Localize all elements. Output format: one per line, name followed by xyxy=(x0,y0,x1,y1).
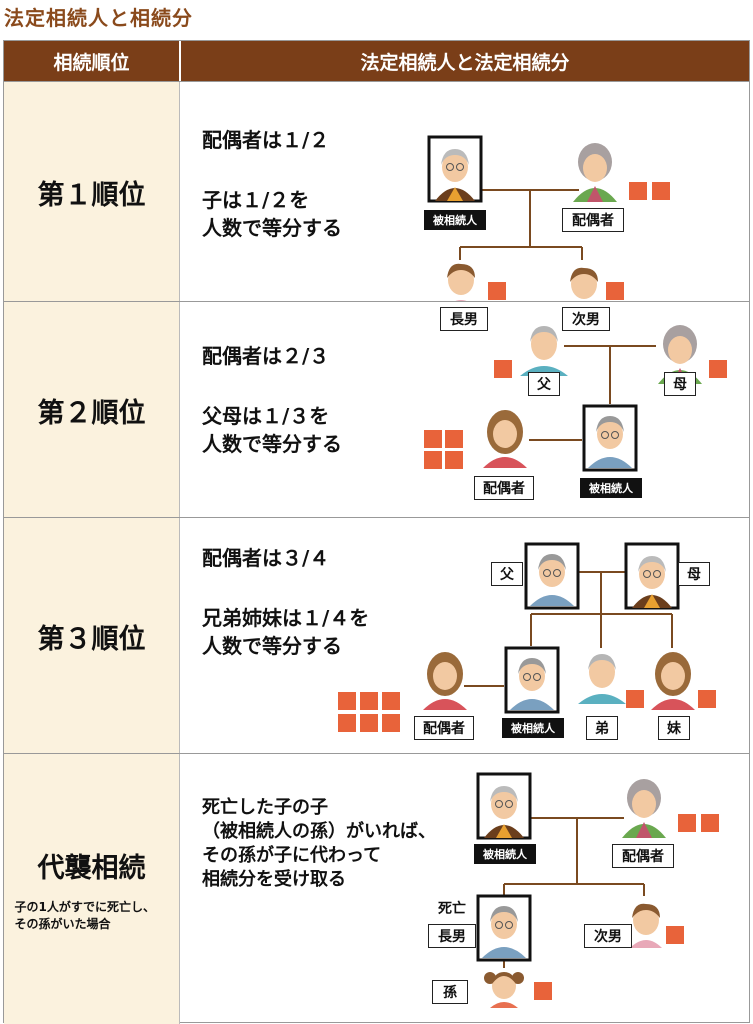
father-label: 父 xyxy=(491,562,523,586)
brother-icon xyxy=(578,654,626,704)
rule-line-1: 死亡した子の子 xyxy=(202,797,328,818)
share-square xyxy=(678,814,696,832)
family-tree-1 xyxy=(427,135,617,302)
deceased-label: 被相続人 xyxy=(474,844,536,864)
family-tree-3 xyxy=(423,542,695,714)
rule-line-2: （被相続人の孫）がいれば、 xyxy=(202,821,436,842)
eldest-son-icon xyxy=(445,263,477,302)
header-heirs: 法定相続人と法定相続分 xyxy=(181,41,749,81)
father-icon xyxy=(520,326,568,376)
second-son-icon xyxy=(630,903,662,948)
deceased-mark: 死亡 xyxy=(438,901,466,917)
share-square xyxy=(382,692,400,710)
page-title: 法定相続人と相続分 xyxy=(4,6,193,30)
row-second-order: 第２順位 配偶者は２/３ 父母は１/３を 人数で等分する 父 母 配偶者 被相続… xyxy=(4,301,749,518)
deceased-portrait-icon xyxy=(427,135,483,203)
header-order: 相続順位 xyxy=(4,41,181,81)
father-portrait-icon xyxy=(524,542,580,610)
spouse-label: 配偶者 xyxy=(612,844,674,868)
row-first-order: 第１順位 配偶者は１/２ 子は１/２を 人数で等分する 被相続人 配偶者 長男 … xyxy=(4,81,749,331)
row-third-order: 第３順位 配偶者は３/４ 兄弟姉妹は１/４を 人数で等分する 父 母 配偶者 被… xyxy=(4,517,749,754)
eldest-son-label: 長男 xyxy=(428,924,476,948)
spouse-icon xyxy=(622,779,666,838)
spouse-label: 配偶者 xyxy=(562,208,624,232)
deceased-portrait-icon xyxy=(504,646,560,714)
mother-portrait-icon xyxy=(624,542,680,610)
share-square xyxy=(424,430,442,448)
brother-label: 弟 xyxy=(586,716,618,740)
rule-spouse: 配偶者は１/２ xyxy=(202,128,330,152)
sister-label: 妹 xyxy=(658,716,690,740)
second-son-icon xyxy=(568,267,600,302)
share-square xyxy=(494,360,512,378)
share-square xyxy=(338,692,356,710)
order-note: 子の1人がすでに死亡し、 その孫がいた場合 xyxy=(14,899,155,931)
share-square xyxy=(698,690,716,708)
order-label: 第３順位 xyxy=(37,623,146,655)
spouse-icon xyxy=(573,143,617,202)
deceased-label: 被相続人 xyxy=(580,478,642,498)
rule-spouse: 配偶者は２/３ xyxy=(202,344,330,368)
share-square xyxy=(360,714,378,732)
deceased-portrait-icon xyxy=(582,404,638,472)
eldest-son-deceased-icon xyxy=(476,894,532,962)
sister-icon xyxy=(651,652,695,710)
share-square xyxy=(424,451,442,469)
mother-label: 母 xyxy=(678,562,710,586)
rule-parents: 父母は１/３を xyxy=(202,404,330,428)
inheritance-table: 相続順位 法定相続人と法定相続分 xyxy=(3,40,750,1024)
share-square xyxy=(701,814,719,832)
family-tree-2 xyxy=(483,325,702,472)
rule-siblings-split: 人数で等分する xyxy=(202,634,342,658)
grandchild-icon xyxy=(484,972,524,1008)
spouse-icon xyxy=(483,410,527,468)
share-square xyxy=(445,451,463,469)
rule-siblings: 兄弟姉妹は１/４を xyxy=(202,606,370,630)
deceased-portrait-icon xyxy=(476,772,532,840)
spouse-label: 配偶者 xyxy=(474,476,534,500)
grandchild-label: 孫 xyxy=(432,980,468,1004)
spouse-icon xyxy=(423,652,467,710)
eldest-son-label: 長男 xyxy=(440,307,488,331)
rule-children: 子は１/２を xyxy=(202,188,310,212)
family-tree-4 xyxy=(476,772,666,1008)
rule-line-3: その孫が子に代わって xyxy=(202,845,382,866)
share-square xyxy=(606,282,624,300)
order-label: 第１順位 xyxy=(37,179,146,211)
row-representation: 代襲相続 子の1人がすでに死亡し、 その孫がいた場合 死亡した子の子 （被相続人… xyxy=(4,753,749,1024)
rule-children-split: 人数で等分する xyxy=(202,216,342,240)
mother-label: 母 xyxy=(664,372,696,396)
share-square xyxy=(709,360,727,378)
rule-line-4: 相続分を受け取る xyxy=(202,869,346,890)
rule-spouse: 配偶者は３/４ xyxy=(202,546,330,570)
share-square xyxy=(534,982,552,1000)
share-square xyxy=(629,182,647,200)
rule-parents-split: 人数で等分する xyxy=(202,432,342,456)
deceased-label: 被相続人 xyxy=(502,718,564,738)
spouse-label: 配偶者 xyxy=(414,716,474,740)
second-son-label: 次男 xyxy=(562,307,610,331)
share-square xyxy=(360,692,378,710)
deceased-label: 被相続人 xyxy=(424,210,486,230)
second-son-label: 次男 xyxy=(584,924,632,948)
share-square xyxy=(626,690,644,708)
order-label: 第２順位 xyxy=(37,397,146,429)
share-square xyxy=(652,182,670,200)
order-label: 代襲相続 xyxy=(37,852,146,884)
father-label: 父 xyxy=(528,372,560,396)
share-square xyxy=(382,714,400,732)
share-square xyxy=(488,282,506,300)
share-square xyxy=(338,714,356,732)
share-square xyxy=(666,926,684,944)
share-square xyxy=(445,430,463,448)
